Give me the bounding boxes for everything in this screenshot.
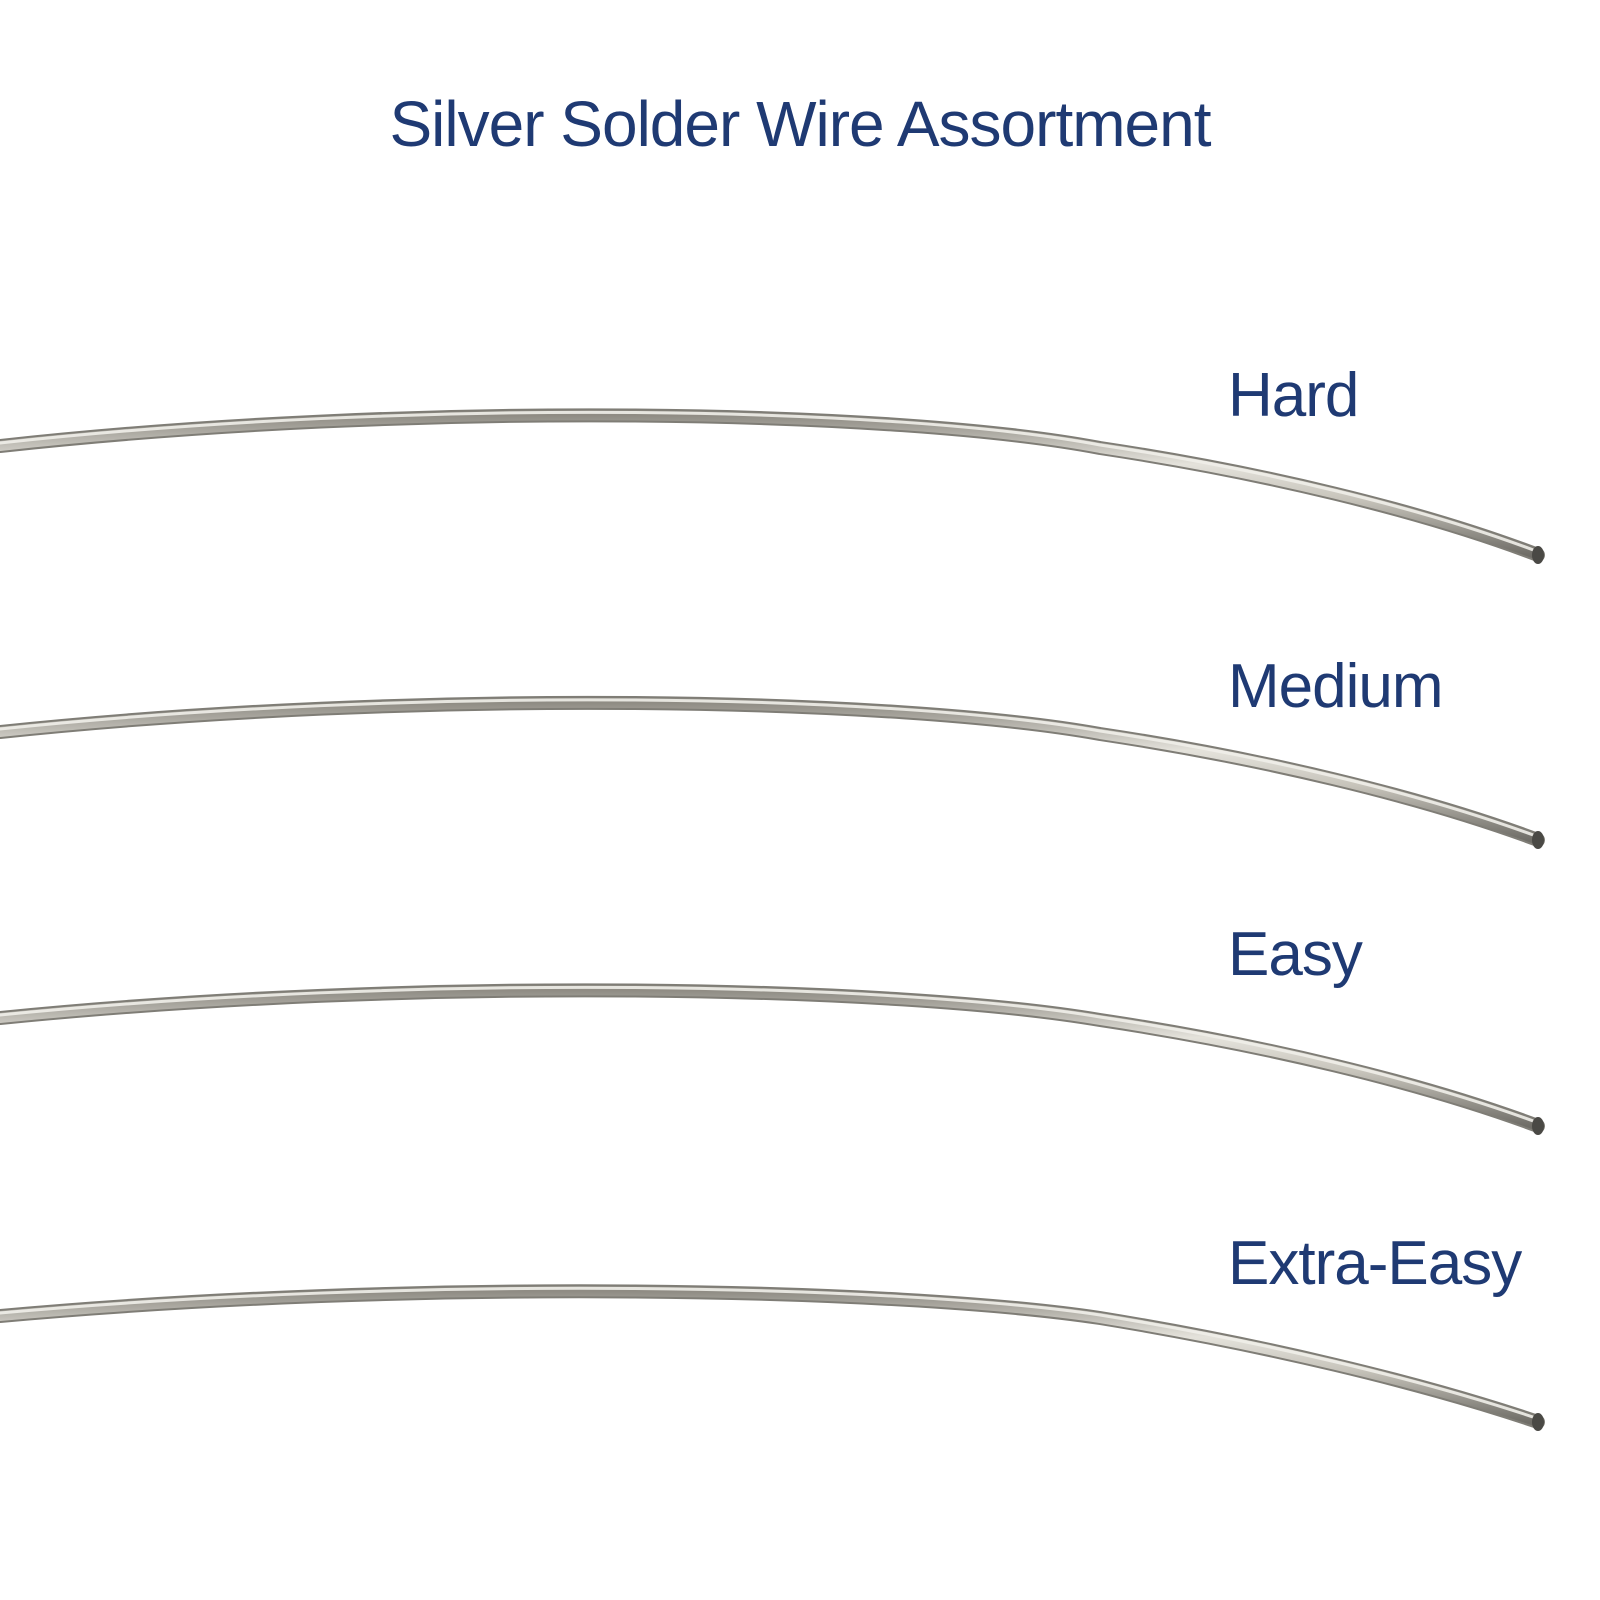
label-hard: Hard bbox=[1228, 361, 1359, 430]
label-easy: Easy bbox=[1228, 920, 1363, 989]
label-medium: Medium bbox=[1228, 652, 1444, 721]
solder-wire-medium bbox=[0, 695, 1545, 849]
solder-wire-extra-easy bbox=[0, 1284, 1545, 1431]
label-extra-easy: Extra-Easy bbox=[1228, 1229, 1522, 1298]
page-title: Silver Solder Wire Assortment bbox=[389, 88, 1211, 160]
solder-wire-hard bbox=[0, 408, 1545, 564]
solder-wire-easy bbox=[0, 983, 1545, 1135]
